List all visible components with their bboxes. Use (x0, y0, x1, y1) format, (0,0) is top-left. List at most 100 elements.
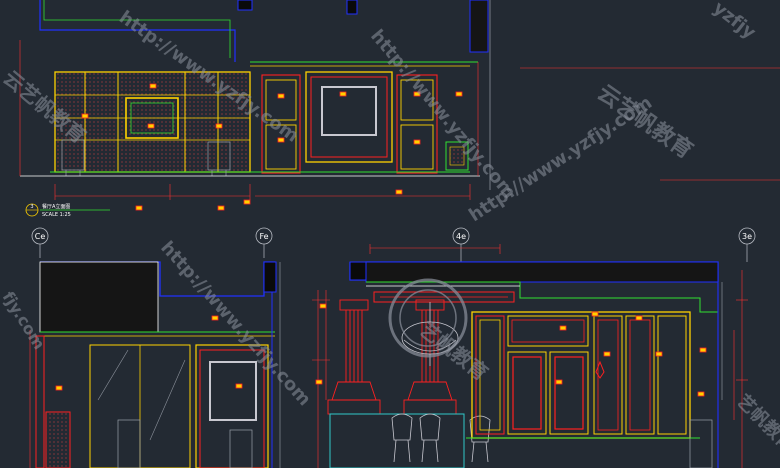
br-beam (349, 261, 367, 281)
br-cabinet-door-left-inner (512, 356, 542, 430)
material-tag (555, 379, 563, 385)
br-cabinet-mid-inner (597, 319, 619, 431)
bl-wall-panel-red (199, 349, 265, 468)
bl-chair (229, 429, 253, 468)
br-dimensions (312, 244, 748, 468)
cabinet-center-panel (125, 97, 179, 139)
material-tag (235, 383, 243, 389)
wall-panel-left-inner (265, 79, 297, 121)
grid-label-3e: 3e (742, 232, 752, 241)
grid-bubble-3e (738, 227, 756, 245)
elevation-top (19, 0, 780, 217)
top-column-stub (237, 0, 253, 11)
bl-radiator (45, 411, 71, 468)
wall-panel-right-inner-2 (400, 124, 434, 170)
watermark-logo (388, 278, 468, 358)
grid-bubble-ce (31, 227, 49, 245)
bl-mirror (209, 361, 257, 421)
dining-table-highlight (329, 413, 465, 468)
plant-pot (445, 141, 469, 171)
bl-ceiling-soffit (39, 261, 159, 333)
material-tag (215, 123, 223, 129)
material-tag (217, 205, 225, 211)
annotation-tags (55, 83, 707, 397)
material-tag (655, 351, 663, 357)
wall-mirror (321, 86, 377, 136)
logo-ring-inner (399, 289, 457, 347)
elevation-bottom-right (312, 244, 748, 468)
br-cabinet-far (657, 315, 687, 435)
top-dimensions (19, 40, 780, 200)
material-tag (277, 137, 285, 143)
elevation-bottom-left (29, 261, 281, 468)
chair-leg (421, 439, 425, 463)
grid-label-ce: Ce (35, 232, 46, 241)
door-handle-ornament (595, 360, 605, 379)
br-cabinet-upper-inner (511, 319, 585, 343)
material-tag (591, 311, 599, 317)
material-tag (147, 123, 155, 129)
grid-markers (31, 227, 756, 262)
material-tag (697, 391, 705, 397)
br-cabinet-upper (507, 315, 589, 347)
br-cabinet-left (475, 315, 505, 435)
material-tag (319, 303, 327, 309)
dining-chairs-bottom (391, 413, 491, 463)
br-ceiling-soffit (365, 261, 719, 283)
chair (419, 413, 441, 441)
material-tag (211, 315, 219, 321)
bl-wall-left-strip (35, 335, 45, 468)
chair-leg (435, 439, 439, 463)
material-tag (339, 91, 347, 97)
plant-pot-inner (449, 146, 465, 166)
chair-leg (393, 439, 397, 463)
material-tag (315, 379, 323, 385)
drawing-scale: SCALE 1:25 (42, 212, 71, 218)
material-tag (243, 199, 251, 205)
material-tag (55, 385, 63, 391)
br-cornice-green (366, 281, 718, 313)
material-tag (635, 315, 643, 321)
br-cabinet-door-right-inner (554, 356, 584, 430)
top-wall-outline-green (43, 0, 231, 58)
wall-panel-left (261, 74, 301, 174)
detail-symbol-number: 3 (30, 204, 33, 210)
chair (207, 141, 231, 171)
material-tag (413, 91, 421, 97)
br-cabinet-door-right (549, 351, 589, 435)
chair (391, 413, 413, 441)
material-tag (699, 347, 707, 353)
chair-leg (407, 439, 411, 463)
cabinet-center-inner (130, 102, 174, 134)
bl-chair-2 (117, 419, 141, 468)
top-wall-outline (39, 0, 236, 62)
material-tag (413, 139, 421, 145)
wall-panel-center (305, 71, 393, 163)
material-tag (455, 91, 463, 97)
bl-glass-reflect-1 (97, 349, 129, 401)
logo-ring-outer (388, 278, 468, 358)
wall-panel-right-inner (400, 79, 434, 121)
br-cabinet-left-inner (479, 319, 501, 431)
top-right-column (469, 0, 489, 53)
top-column-stub-2 (346, 0, 358, 15)
grid-label-fe: Fe (259, 232, 268, 241)
chair-leg (471, 441, 475, 463)
wall-panel-left-inner-2 (265, 124, 297, 170)
material-tag (603, 351, 611, 357)
column-left (327, 299, 381, 415)
grid-label-4e: 4e (456, 232, 466, 241)
br-cabinet-door-left (507, 351, 547, 435)
chandelier-arms (403, 339, 457, 352)
material-tag (395, 189, 403, 195)
grid-bubble-4e (452, 227, 470, 245)
bl-wall-panel (195, 344, 269, 468)
br-side-chair (689, 419, 713, 468)
material-tag (149, 83, 157, 89)
bl-glass-reflect-2 (149, 359, 186, 441)
bl-beam-stub (263, 261, 277, 293)
br-cabinet-mid (593, 315, 623, 435)
wall-panel-right (396, 74, 438, 174)
